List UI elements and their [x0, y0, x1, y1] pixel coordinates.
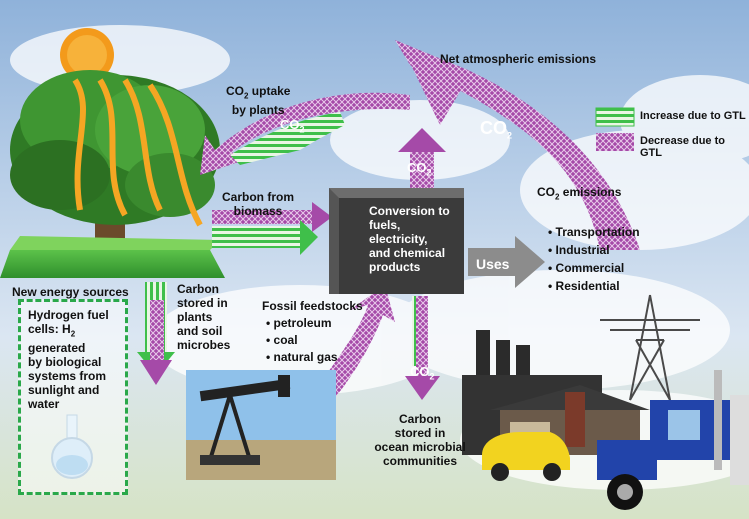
hydrogen-text: Hydrogen fuel cells: H2 generated by bio…: [28, 308, 109, 412]
biomass-increase-arrow: [212, 226, 300, 248]
co2-emissions-label: CO2 emissions: [537, 185, 622, 202]
hydrogen-box: Hydrogen fuel cells: H2 generated by bio…: [18, 299, 128, 495]
co2-tag-uptake: CO2: [280, 117, 305, 135]
conversion-box: Conversion to fuels, electricity, and ch…: [329, 188, 464, 294]
co2-uptake-decrease-arrow: [200, 92, 410, 175]
legend-decrease-swatch: [596, 133, 634, 151]
uses-item: • Commercial: [548, 261, 625, 275]
uses-label: Uses: [476, 256, 510, 272]
uses-list: • Transportation • Industrial • Commerci…: [548, 223, 640, 295]
net-emissions-label: Net atmospheric emissions: [440, 52, 597, 66]
legend-increase-swatch: [595, 107, 635, 127]
uses-item: • Residential: [548, 279, 620, 293]
tree-icon: [0, 70, 225, 278]
co2-uptake-increase-arrow: [230, 112, 345, 165]
conversion-line: fuels, electricity,: [369, 218, 428, 246]
uses-item: • Transportation: [548, 225, 640, 239]
truck-icon: [597, 370, 749, 510]
co2-tag-net: CO2: [480, 118, 513, 141]
power-tower-icon: [600, 294, 700, 401]
conversion-line: products: [369, 260, 421, 274]
oil-pump-image: [186, 370, 336, 480]
co2-uptake-label: CO2 uptake by plants: [226, 84, 291, 118]
uses-item: • Industrial: [548, 243, 610, 257]
conversion-line: and chemical: [369, 246, 446, 260]
new-energy-sources-label: New energy sources: [12, 285, 129, 299]
car-icon: [482, 432, 570, 481]
co2-tag-box: CO2: [407, 160, 432, 178]
legend-increase-label: Increase due to GTL: [640, 110, 746, 122]
legend-decrease-label: Decrease due to GTL: [640, 135, 725, 159]
carbon-stored-ocean-label: Carbon stored in ocean microbial communi…: [374, 412, 466, 468]
co2-tag-ocean: CO2: [410, 364, 435, 382]
carbon-stored-plants-label: Carbon stored in plants and soil microbe…: [177, 282, 231, 352]
fossil-feedstocks-label: Fossil feedstocks • petroleum • coal • n…: [262, 299, 363, 364]
box-emission-arrow: [410, 150, 434, 190]
conversion-line: Conversion to: [369, 204, 450, 218]
uses-arrow: [468, 236, 545, 288]
